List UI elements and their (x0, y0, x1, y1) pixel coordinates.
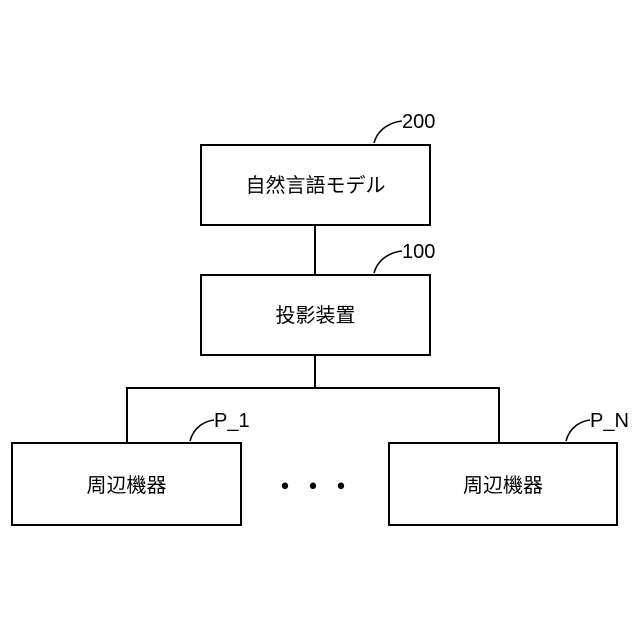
peripheral-1-label: 周辺機器 (87, 473, 167, 497)
peripheral-1-ref: P_1 (214, 410, 250, 432)
projection-device-label: 投影装置 (276, 303, 356, 327)
peripheral-n-ref: P_N (590, 410, 629, 432)
peripheral-n-label: 周辺機器 (463, 473, 543, 497)
language-model-ref-leader (374, 121, 402, 143)
language-model-label: 自然言語モデル (246, 173, 386, 197)
peripheral-n-ref-leader (566, 420, 590, 441)
projection-device-ref: 100 (402, 241, 435, 263)
language-model-ref: 200 (402, 111, 435, 133)
projection-device-ref-leader (374, 251, 402, 273)
ellipsis-dots: • • • (279, 475, 352, 500)
peripheral-1-ref-leader (190, 420, 214, 441)
